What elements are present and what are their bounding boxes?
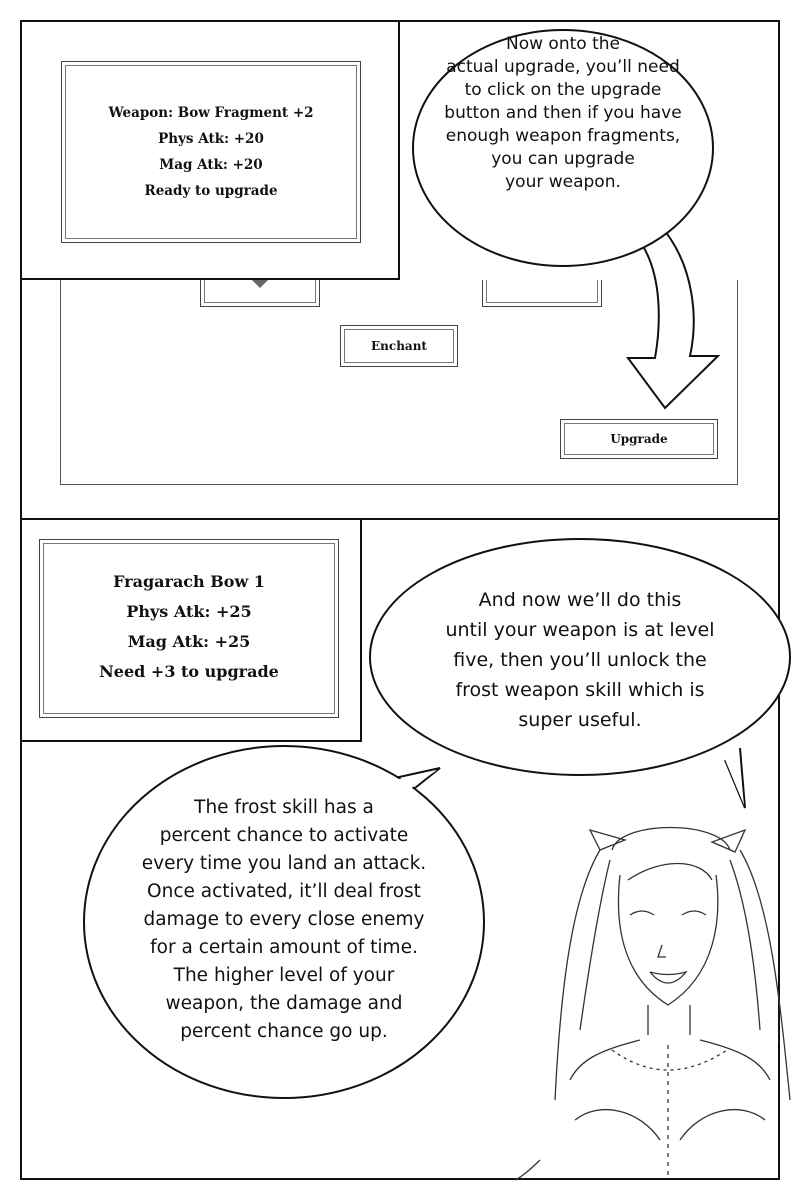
speech-level: And now we’ll do this until your weapon … [400,585,760,735]
upgrade-requirement: Need +3 to upgrade [99,662,279,681]
new-weapon-info-box: Fragarach Bow 1 Phys Atk: +25 Mag Atk: +… [39,539,339,718]
speech-line: percent chance go up. [180,1021,388,1042]
weapon-info-box: Weapon: Bow Fragment +2 Phys Atk: +20 Ma… [61,61,361,243]
speech-line: enough weapon fragments, [445,126,681,146]
speech-line: until your weapon is at level [445,619,715,641]
speech-bubble-instruction [412,29,714,267]
panel-weapon-info: Weapon: Bow Fragment +2 Phys Atk: +20 Ma… [20,20,400,280]
speech-line: button and then if you have [444,103,682,123]
speech-line: And now we’ll do this [478,589,682,611]
speech-bubble-level [369,538,791,776]
panel-new-weapon-info: Fragarach Bow 1 Phys Atk: +25 Mag Atk: +… [20,518,362,742]
enchant-label: Enchant [371,339,427,353]
enchant-button[interactable]: Enchant [340,325,458,367]
speech-line: damage to every close enemy [143,909,425,930]
speech-line: percent chance to activate [159,825,409,846]
speech-line: for a certain amount of time. [150,937,418,958]
phys-atk: Phys Atk: +25 [126,602,252,621]
speech-line: five, then you’ll unlock the [453,649,707,671]
speech-line: The higher level of your [173,965,395,986]
speech-line: super useful. [518,709,642,731]
arrow-icon [626,223,721,410]
speech-line: to click on the upgrade [464,80,662,100]
speech-bubble-frost [83,745,485,1099]
weapon-name: Fragarach Bow 1 [113,572,265,591]
speech-line: The frost skill has a [194,797,374,818]
speech-instruction: Now onto the actual upgrade, you’ll need… [415,33,711,194]
speech-frost: The frost skill has a percent chance to … [94,794,474,1046]
character-illustration [514,826,791,1181]
speech-line: weapon, the damage and [165,993,403,1014]
speech-line: actual upgrade, you’ll need [446,57,680,77]
speech-line: Now onto the [506,34,620,54]
speech-line: Once activated, it’ll deal frost [147,881,421,902]
upgrade-label: Upgrade [610,432,668,446]
mag-atk: Mag Atk: +25 [127,632,251,651]
panel-upgrade-menu [20,278,780,520]
speech-line: every time you land an attack. [141,853,427,874]
speech-line: you can upgrade [491,149,635,169]
speech-line: your weapon. [505,172,621,192]
dropdown-chevron-icon [252,280,268,288]
speech-line: frost weapon skill which is [455,679,705,701]
upgrade-button[interactable]: Upgrade [560,419,718,459]
